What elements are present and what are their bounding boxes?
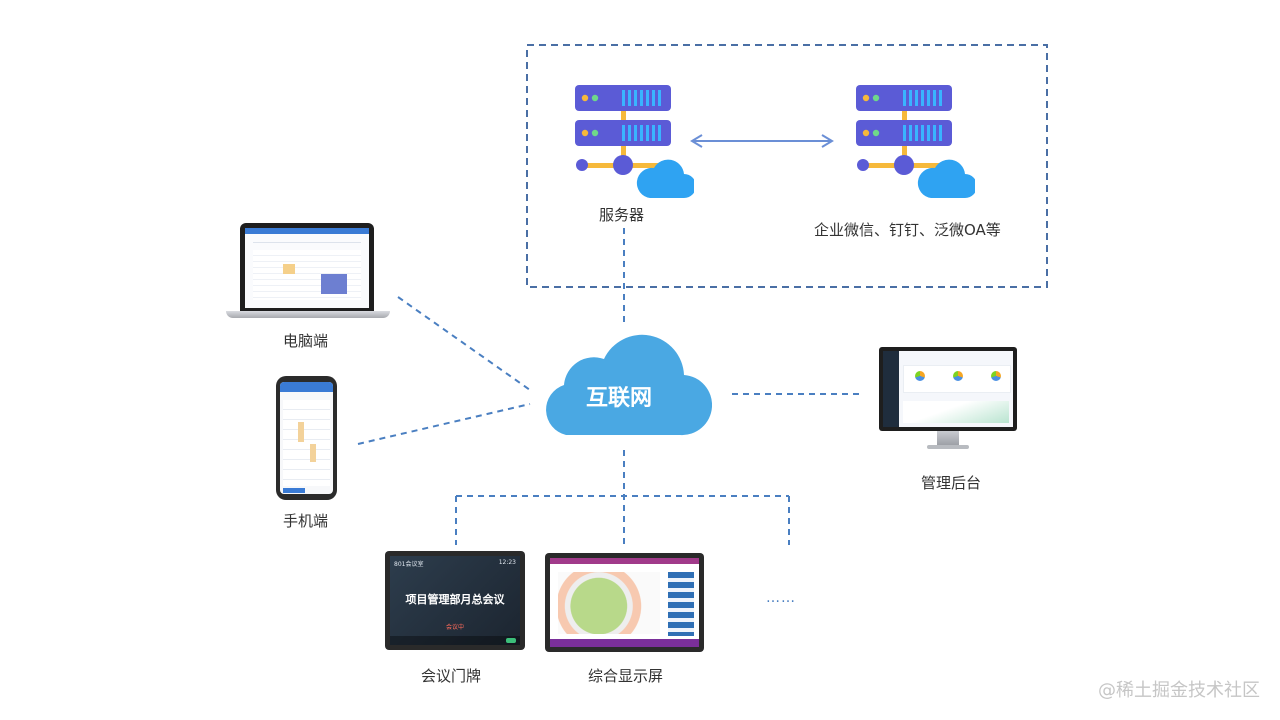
monitor-icon <box>879 347 1017 455</box>
server-group-box <box>526 44 1048 288</box>
pc-label: 电脑端 <box>283 332 329 350</box>
display-label: 综合显示屏 <box>588 667 664 685</box>
display-screen <box>545 553 704 652</box>
door-sign-label: 会议门牌 <box>421 667 482 685</box>
phone-icon <box>276 376 337 500</box>
third-party-server-icon <box>856 85 975 198</box>
line-pc-internet <box>397 296 531 391</box>
door-meeting-title: 项目管理部月总会议 <box>405 593 505 606</box>
door-status: 会议中 <box>445 624 464 631</box>
door-sign-tablet: 801会议室 12:23 项目管理部月总会议 会议中 <box>385 551 525 650</box>
server-label: 服务器 <box>599 206 645 224</box>
watermark: @稀土掘金技术社区 <box>1098 680 1260 701</box>
admin-label: 管理后台 <box>921 474 982 492</box>
more-devices: …… <box>766 590 796 606</box>
third-party-label: 企业微信、钉钉、泛微OA等 <box>814 221 1001 239</box>
mobile-label: 手机端 <box>283 512 329 530</box>
server-icon <box>575 85 694 198</box>
line-mobile-internet <box>357 403 531 445</box>
door-room: 801会议室 <box>394 561 424 568</box>
internet-cloud-icon <box>546 334 712 436</box>
internet-label: 互联网 <box>586 386 653 411</box>
door-time: 12:23 <box>498 559 516 566</box>
laptop-icon <box>226 223 390 321</box>
